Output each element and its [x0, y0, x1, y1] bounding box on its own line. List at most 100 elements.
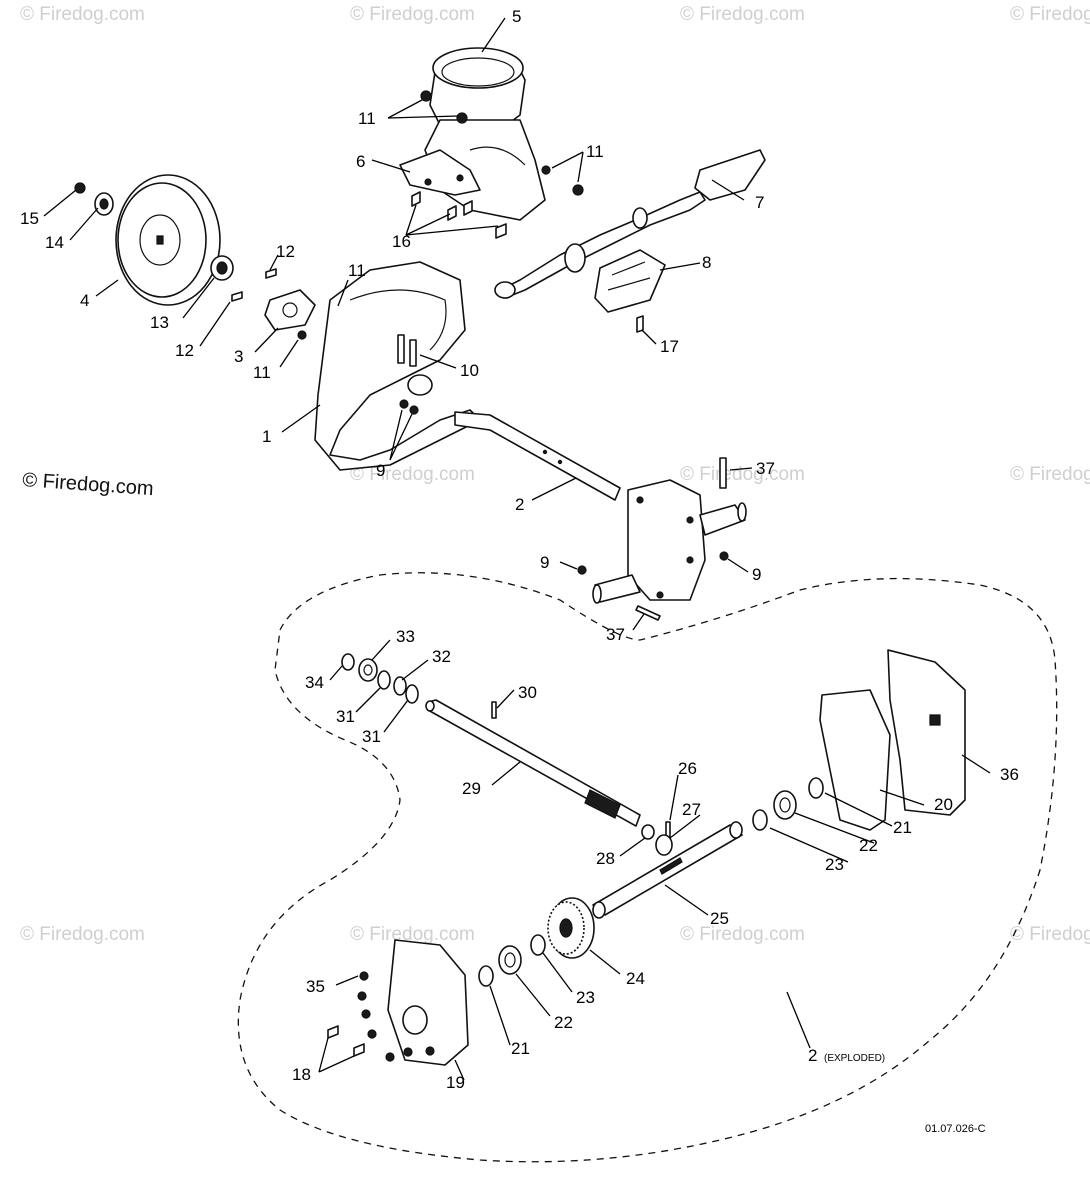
callout-37: 37	[606, 625, 625, 644]
watermarks: © Firedog.com © Firedog.com © Firedog.co…	[20, 4, 1090, 945]
callout-18: 18	[292, 1065, 311, 1084]
callout-16: 16	[392, 232, 411, 251]
part-20-gasket	[819, 689, 891, 831]
callout-28: 28	[596, 849, 615, 868]
callout-30: 30	[518, 683, 537, 702]
callout-6: 6	[356, 152, 365, 171]
callout-11: 11	[253, 363, 271, 382]
callout-31: 31	[362, 727, 381, 746]
part-29-worm-shaft	[425, 699, 641, 827]
callout-12: 12	[175, 341, 194, 360]
callout-31: 31	[336, 707, 355, 726]
part-11-nut	[297, 330, 307, 340]
part-37-bolt	[635, 605, 661, 621]
callout-9: 9	[540, 553, 549, 572]
callout-4: 4	[80, 291, 89, 310]
part-18-fitting	[327, 1025, 339, 1039]
callout-13: 13	[150, 313, 169, 332]
part-21-seal	[808, 777, 824, 799]
callout-33: 33	[396, 627, 415, 646]
part-23-washer	[752, 809, 768, 831]
callout-9: 9	[376, 461, 385, 480]
part-28-washer	[641, 824, 655, 840]
part-32-seal	[393, 676, 407, 696]
watermark: © Firedog.com	[350, 4, 475, 25]
callout-3: 3	[234, 347, 243, 366]
callout-9: 9	[752, 565, 761, 584]
callout-21: 21	[511, 1039, 530, 1058]
callout-7: 7	[755, 193, 764, 212]
part-9-nut	[399, 399, 409, 409]
part-15-nut	[74, 182, 86, 194]
watermark: © Firedog.com	[680, 4, 805, 25]
exploded-number: 2	[808, 1046, 817, 1065]
part-7-crank-rod	[494, 149, 766, 299]
part-30-pin	[491, 701, 497, 719]
part-21-seal	[478, 965, 494, 987]
callout-2: 2	[515, 495, 524, 514]
callout-15: 15	[20, 209, 39, 228]
callout-20: 20	[934, 795, 953, 814]
part-22-bushing	[773, 790, 797, 820]
watermark: © Firedog.com	[350, 464, 475, 485]
part-23-washer	[530, 934, 546, 956]
watermark: © Firedog.com	[680, 924, 805, 945]
watermark: © Firedog.com	[1010, 924, 1090, 945]
callout-35: 35	[306, 977, 325, 996]
part-4-pulley	[115, 174, 221, 306]
callout-34: 34	[305, 673, 324, 692]
callout-21: 21	[893, 818, 912, 837]
part-9-nut	[719, 551, 729, 561]
part-9-nut	[409, 405, 419, 415]
part-35-screws	[357, 971, 435, 1062]
part-16-bolts	[411, 191, 507, 239]
part-3-flange-bearing	[264, 289, 316, 331]
callout-11: 11	[348, 261, 366, 280]
part-17-bolt	[636, 315, 644, 333]
drawing-reference: 01.07.026-C	[925, 1123, 986, 1135]
callout-26: 26	[678, 759, 697, 778]
part-6-chute-flange	[399, 149, 481, 196]
callout-22: 22	[859, 836, 878, 855]
callouts: 5 11 6 11 7 16 8 17 15 14 4 13 12 12 3 1…	[20, 7, 1019, 1092]
part-1-housing	[314, 261, 481, 471]
part-18-fitting	[353, 1043, 365, 1057]
callout-22: 22	[554, 1013, 573, 1032]
part-19-housing-half	[387, 939, 469, 1066]
callout-11: 11	[358, 109, 376, 128]
part-13-bore	[216, 261, 228, 275]
part-34-ring	[341, 653, 355, 671]
part-9-nut	[577, 565, 587, 575]
watermark: © Firedog.com	[1010, 4, 1090, 25]
callout-23: 23	[825, 855, 844, 874]
callout-36: 36	[1000, 765, 1019, 784]
watermark-main: © Firedog.com	[22, 469, 155, 500]
callout-37: 37	[756, 459, 775, 478]
part-5-chute	[424, 47, 546, 221]
callout-27: 27	[682, 800, 701, 819]
part-12-bolt	[265, 268, 277, 279]
part-2-gearbox-assembly	[454, 411, 747, 604]
part-8-bracket	[594, 249, 666, 313]
part-31-washer	[377, 670, 391, 690]
part-27-bushing	[655, 834, 673, 856]
callout-32: 32	[432, 647, 451, 666]
callout-19: 19	[446, 1073, 465, 1092]
callout-17: 17	[660, 337, 679, 356]
callout-29: 29	[462, 779, 481, 798]
callout-14: 14	[45, 233, 64, 252]
callout-25: 25	[710, 909, 729, 928]
part-33-bushing	[358, 658, 378, 682]
part-12-bolt	[231, 291, 243, 302]
part-36-housing-half	[887, 649, 966, 816]
part-24-gear	[547, 897, 595, 959]
leader-lines	[43, 17, 991, 1081]
callout-11: 11	[586, 142, 604, 161]
callout-10: 10	[460, 361, 479, 380]
part-37-bolt	[719, 457, 727, 489]
part-22-bushing	[498, 945, 522, 975]
watermark: © Firedog.com	[680, 464, 805, 485]
part-14-bearing-bore	[99, 198, 109, 210]
part-31-washer	[405, 684, 419, 704]
